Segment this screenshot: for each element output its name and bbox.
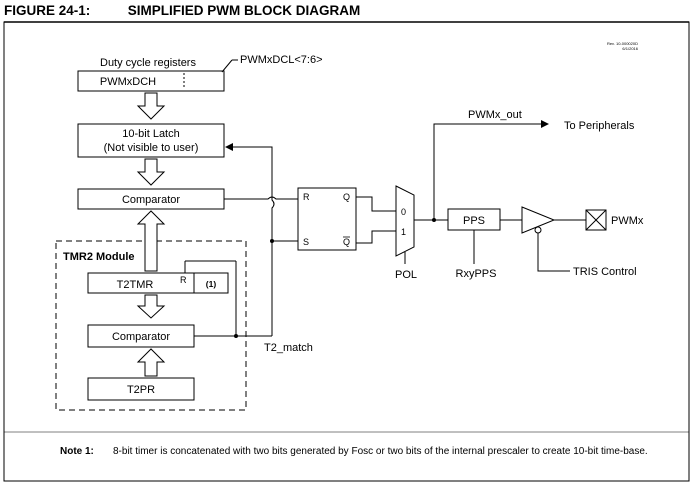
rxypps-label: RxyPPS [456,268,497,280]
t2pr-label: T2PR [127,384,155,396]
pwmxdch-register [77,70,225,92]
pwmx-pin-cross-2 [585,209,607,231]
t2tmr-reset-label: R [180,275,187,285]
sr-latch-q-pin: Q [343,192,350,202]
bus-arrow-latch-to-comparator [136,158,166,186]
latch-label: 10-bit Latch [122,128,179,140]
comparator-to-sr-reset-wire [224,196,298,200]
t2pr-register [87,377,195,401]
comparator-top-label: Comparator [122,194,180,206]
bus-arrow-dch-to-latch [136,92,166,120]
mux-input-0: 0 [401,207,406,217]
pwmx-out-label: PWMx_out [468,109,522,121]
pwmx-out-wire [433,120,549,220]
t2-match-junction-1 [234,334,238,338]
note-text: 8-bit timer is concatenated with two bit… [113,446,648,457]
sr-q-to-mux-wire [356,196,396,212]
polarity-mux [395,185,415,257]
duty-cycle-label: Duty cycle registers [100,57,196,69]
revision-label: Rev. 10-000020D [607,41,638,46]
sr-latch-r-pin: R [303,192,310,202]
tris-control-wire [537,233,570,272]
pwmxdch-label: PWMxDCH [100,76,156,88]
t2-match-to-latch-wire [225,143,275,336]
t2tmr-note-ref: (1) [206,279,217,289]
sr-latch [297,187,357,251]
t2-match-label: T2_match [264,342,313,354]
sr-latch-qbar-pin: Q [343,237,350,247]
pwmx-pin [585,209,607,231]
t2tmr-prescale-bits [193,272,229,294]
sr-latch-s-pin: S [303,237,309,247]
mux-input-1: 1 [401,227,406,237]
pwmxdcl-label: PWMxDCL<7:6> [240,54,323,66]
comparator-bottom-label: Comparator [112,331,170,343]
pol-label: POL [395,269,417,281]
bus-arrow-t2pr-to-comparator [136,348,166,377]
tris-enable-bubble [534,226,542,234]
date-label: 6/1/2016 [622,46,638,51]
t2tmr-label: T2TMR [117,279,154,291]
pwmxdcl-leader-diag [221,59,233,73]
sr-qbar-to-mux-wire [356,230,396,244]
tris-control-label: TRIS Control [573,266,637,278]
bus-arrow-t2tmr-to-comparator [136,210,166,272]
pps-label: PPS [463,215,485,227]
note-label: Note 1: [60,446,94,457]
latch-sublabel: (Not visible to user) [104,142,199,154]
latch-block [77,123,225,158]
bus-arrow-t2tmr-to-comparator-bottom [136,294,166,319]
pwmx-pin-label: PWMx [611,215,644,227]
figure-caption: SIMPLIFIED PWM BLOCK DIAGRAM [127,3,361,18]
figure-number: FIGURE 24-1: [4,3,91,18]
to-peripherals-label: To Peripherals [564,120,635,132]
figure-title: FIGURE 24-1: SIMPLIFIED PWM BLOCK DIAGRA… [4,3,360,18]
tmr2-module-label: TMR2 Module [63,251,135,263]
